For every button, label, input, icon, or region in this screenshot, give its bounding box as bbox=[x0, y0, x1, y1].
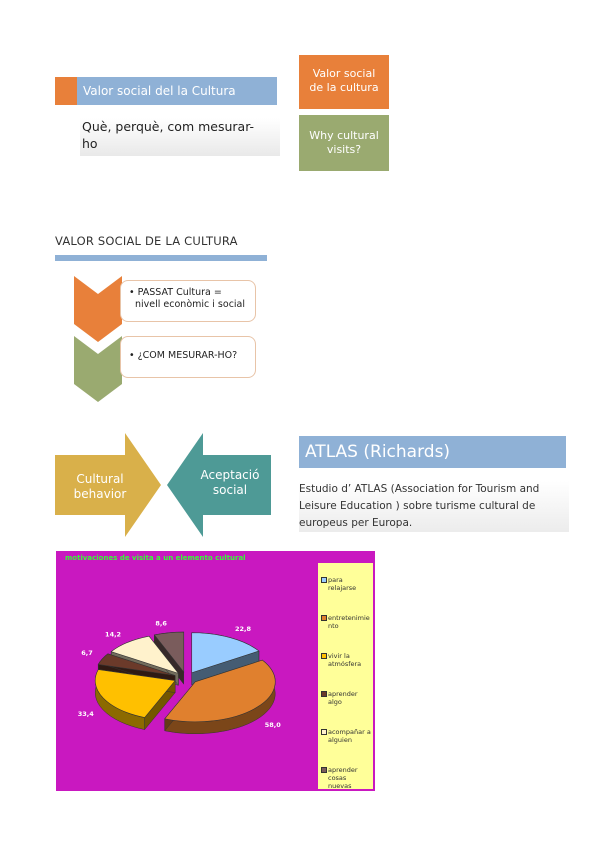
pie-value-label-2: 33,4 bbox=[78, 710, 95, 718]
chart-title: motivaciones de visita a un elemento cul… bbox=[65, 554, 246, 562]
pie-slice-top-5 bbox=[153, 631, 185, 673]
pie-slice-2 bbox=[94, 668, 176, 731]
slide1-subtitle-line2: ho bbox=[82, 136, 98, 151]
legend-swatch-1 bbox=[321, 615, 327, 621]
slide2-underline bbox=[55, 255, 267, 261]
atlas-body: Estudio d’ ATLAS (Association for Touris… bbox=[299, 481, 569, 532]
aceptacio-line1: Aceptació bbox=[200, 468, 260, 482]
chevron-olive bbox=[74, 336, 122, 402]
cultural-behavior-label: Cultural behavior bbox=[58, 472, 142, 502]
legend-swatch-5 bbox=[321, 767, 327, 773]
arrow-right-shape bbox=[55, 433, 161, 537]
pie-value-label-0: 22,8 bbox=[235, 625, 252, 633]
com-mesurar-card: • ¿COM MESURAR-HO? bbox=[120, 336, 256, 378]
atlas-body-line3: europeus per Europa. bbox=[299, 517, 413, 529]
pie-slice-0 bbox=[191, 632, 260, 686]
slide1-subtitle: Què, perquè, com mesurar- ho bbox=[80, 118, 280, 156]
aceptacio-social-label: Aceptació social bbox=[190, 468, 270, 498]
pie-slice-top-3 bbox=[97, 653, 176, 676]
atlas-title: ATLAS (Richards) bbox=[299, 436, 566, 468]
slide1-title: Valor social del la Cultura bbox=[77, 77, 277, 105]
atlas-body-line2: Leisure Education ) sobre turisme cultur… bbox=[299, 500, 536, 512]
pie-slice-top-2 bbox=[94, 669, 176, 718]
passat-line2: nivell econòmic i social bbox=[135, 299, 246, 310]
valor-social-box: Valor social de la cultura bbox=[299, 55, 389, 109]
slide1-subtitle-line1: Què, perquè, com mesurar- bbox=[82, 119, 255, 134]
pie-chart-panel: motivaciones de visita a un elemento cul… bbox=[56, 551, 375, 791]
atlas-body-line1: Estudio d’ ATLAS (Association for Touris… bbox=[299, 483, 540, 495]
pie-chart-svg: 22,8 58,0 33,4 6,7 14,2 8,6 bbox=[78, 620, 282, 735]
com-mesurar-text: • ¿COM MESURAR-HO? bbox=[129, 350, 238, 361]
passat-card: • PASSAT Cultura = nivell econòmic i soc… bbox=[120, 280, 256, 322]
title-accent-square bbox=[55, 77, 77, 105]
aceptacio-line2: social bbox=[212, 483, 248, 497]
pie-slice-1 bbox=[164, 659, 276, 735]
legend-swatch-3 bbox=[321, 691, 327, 697]
passat-line1: • PASSAT Cultura = bbox=[129, 287, 222, 298]
legend-swatch-0 bbox=[321, 577, 327, 583]
cultural-behavior-line2: behavior bbox=[73, 487, 127, 501]
legend-swatch-4 bbox=[321, 729, 327, 735]
pie-value-label-1: 58,0 bbox=[265, 721, 282, 729]
cultural-behavior-line1: Cultural bbox=[76, 472, 124, 486]
pie-value-label-5: 8,6 bbox=[155, 620, 167, 628]
chevron-orange bbox=[74, 276, 122, 342]
chevron-stack bbox=[74, 276, 122, 402]
pie-slice-5 bbox=[153, 631, 185, 685]
legend-swatch-2 bbox=[321, 653, 327, 659]
why-cultural-line2: visits? bbox=[326, 143, 362, 156]
pie-slice-top-0 bbox=[191, 632, 260, 674]
arrow-left-shape bbox=[167, 433, 271, 537]
slide2-title: VALOR SOCIAL DE LA CULTURA bbox=[55, 234, 238, 248]
why-cultural-line1: Why cultural bbox=[309, 129, 379, 142]
why-cultural-visits-box: Why cultural visits? bbox=[299, 115, 389, 171]
pie-value-label-3: 6,7 bbox=[81, 649, 93, 657]
pie-slice-top-4 bbox=[110, 635, 180, 674]
pie-value-label-4: 14,2 bbox=[105, 630, 121, 638]
valor-social-line1: Valor social bbox=[312, 67, 376, 80]
pie-slice-top-1 bbox=[164, 659, 276, 723]
valor-social-line2: de la cultura bbox=[309, 81, 379, 94]
